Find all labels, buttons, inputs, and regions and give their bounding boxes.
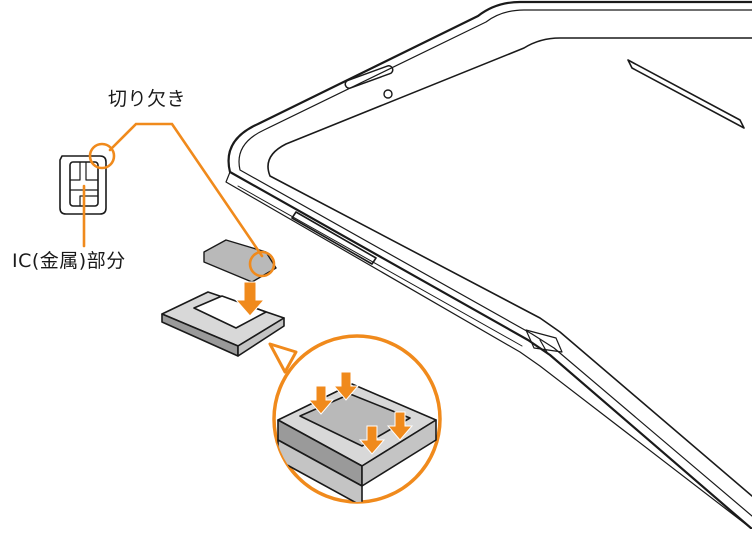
- phone: [225, 0, 752, 531]
- phone-hinge: [525, 329, 563, 355]
- phone-side-rail-inner: [237, 185, 523, 347]
- notch-label: 切り欠き: [108, 88, 187, 110]
- ic-metal-part-label: IC(金属)部分: [12, 250, 126, 272]
- down-arrow-icon: [332, 371, 360, 401]
- down-arrow-icon: [358, 425, 386, 455]
- phone-sim-slot: [291, 211, 377, 265]
- zoom-tray-side: [361, 419, 437, 487]
- sim-card-illustration: [59, 155, 107, 215]
- sim-tray-side: [237, 317, 285, 357]
- phone-side-rail: [225, 171, 752, 530]
- phone-side-button: [627, 59, 745, 129]
- zoom-callout: [268, 334, 442, 504]
- notch-marker-card: [88, 142, 116, 170]
- zoom-callout-tail: [268, 342, 298, 374]
- phone-frame-line: [238, 9, 752, 517]
- down-arrow-icon: [386, 411, 414, 441]
- sim-tray-recess: [193, 295, 267, 329]
- notch-marker-insert: [248, 250, 276, 278]
- phone-screen: [267, 37, 752, 497]
- leader-lines: [82, 122, 276, 278]
- phone-outer-body: [227, 0, 752, 531]
- phone-earpiece: [344, 65, 394, 89]
- notch-leader-line: [108, 122, 264, 258]
- sim-tray: [161, 291, 285, 357]
- down-arrow-icon: [307, 385, 335, 415]
- phone-front-camera: [383, 89, 393, 99]
- down-arrow-icon: [234, 281, 266, 317]
